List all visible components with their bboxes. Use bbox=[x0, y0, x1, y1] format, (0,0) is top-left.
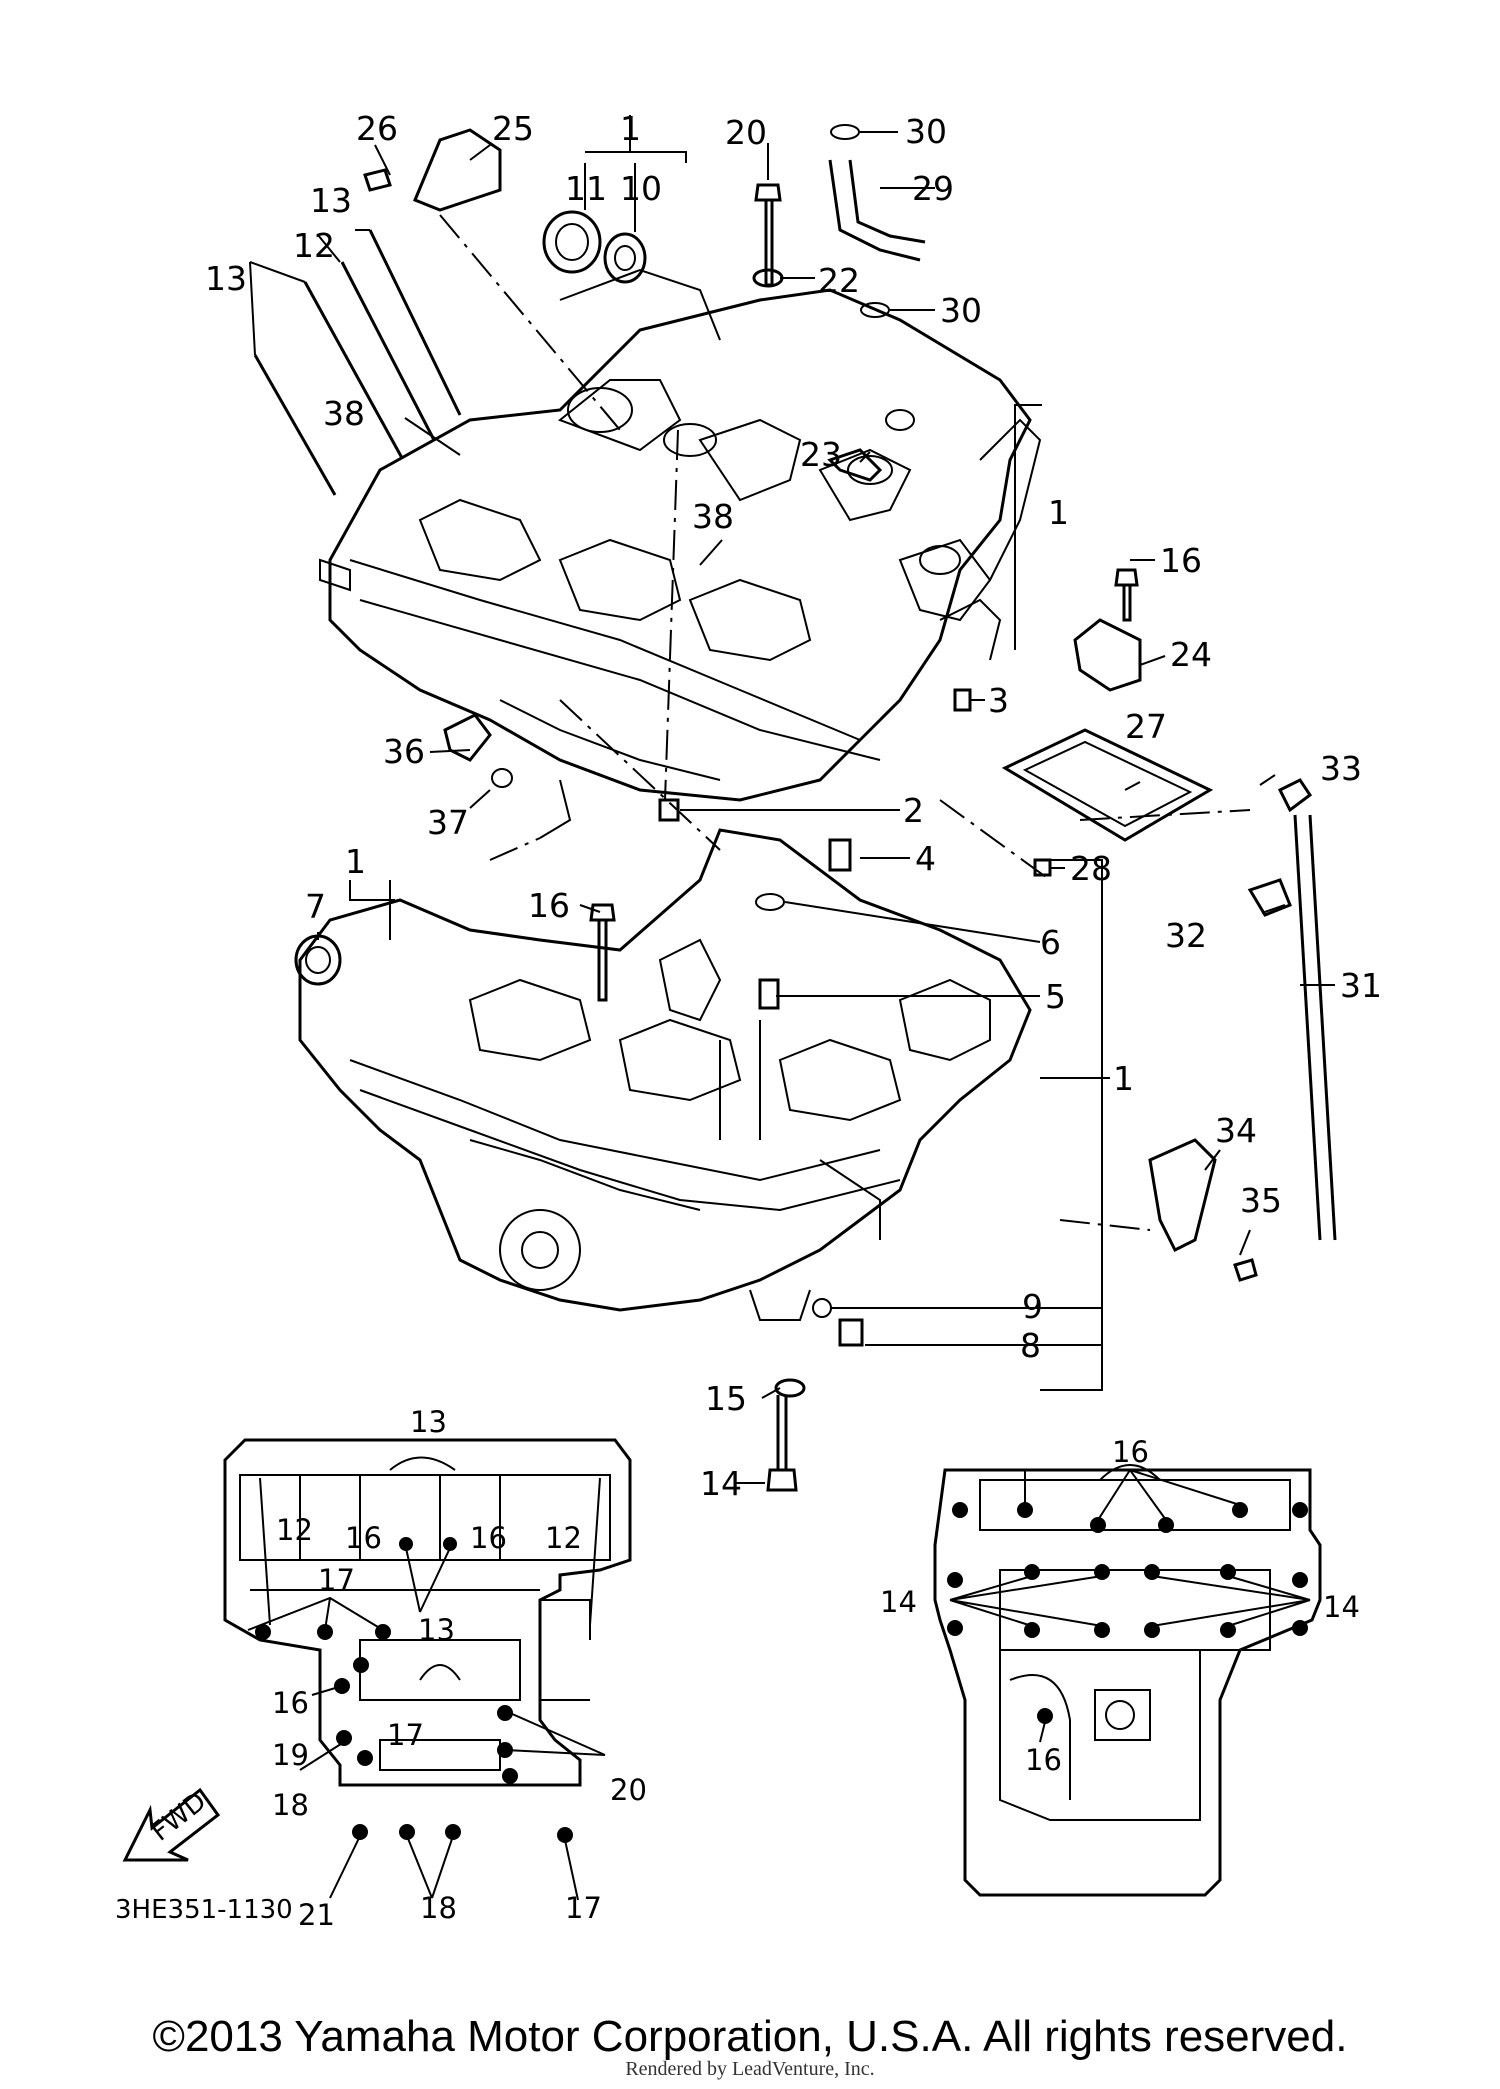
callout-10: 10 bbox=[620, 169, 662, 208]
callout-30-b: 30 bbox=[940, 291, 982, 330]
callout-15: 15 bbox=[705, 1379, 747, 1418]
inset-callout-14: 14 bbox=[880, 1585, 917, 1619]
callout-28: 28 bbox=[1070, 849, 1112, 888]
callout-16: 16 bbox=[1160, 541, 1202, 580]
callout-4: 4 bbox=[915, 839, 936, 878]
callout-labels: 26 25 1 11 10 20 30 29 13 12 13 22 30 38… bbox=[115, 109, 1382, 1932]
upper-crankcase bbox=[319, 268, 1042, 802]
callout-2: 2 bbox=[903, 791, 924, 830]
callout-6: 6 bbox=[1040, 923, 1061, 962]
callout-35: 35 bbox=[1240, 1181, 1282, 1220]
callout-31: 31 bbox=[1340, 966, 1382, 1005]
inset-callout-21: 21 bbox=[298, 1898, 335, 1932]
callout-38: 38 bbox=[323, 394, 365, 433]
leader-lines bbox=[249, 115, 1335, 1484]
inset-callout-16-e: 16 bbox=[1025, 1743, 1062, 1777]
callout-8: 8 bbox=[1020, 1326, 1041, 1365]
callout-20: 20 bbox=[725, 113, 767, 152]
inset-callout-19: 19 bbox=[272, 1738, 309, 1772]
callout-23: 23 bbox=[800, 435, 842, 474]
callout-24: 24 bbox=[1170, 635, 1212, 674]
callout-32: 32 bbox=[1165, 916, 1207, 955]
callout-14: 14 bbox=[700, 1464, 742, 1503]
inset-callout-16: 16 bbox=[345, 1521, 382, 1555]
fwd-arrow-icon: FWD bbox=[122, 1787, 221, 1862]
callout-29: 29 bbox=[912, 169, 954, 208]
inset-callout-13-b: 13 bbox=[418, 1613, 455, 1647]
assembly-lines bbox=[439, 214, 1251, 1231]
inset-callout-18-b: 18 bbox=[420, 1891, 457, 1925]
callout-25: 25 bbox=[492, 109, 534, 148]
inset-callout-16-b: 16 bbox=[470, 1521, 507, 1555]
callout-13-b: 13 bbox=[205, 259, 247, 298]
inset-callout-16-c: 16 bbox=[272, 1686, 309, 1720]
callout-7: 7 bbox=[305, 887, 326, 926]
callout-1: 1 bbox=[620, 109, 641, 148]
copyright-notice: ©2013 Yamaha Motor Corporation, U.S.A. A… bbox=[152, 2012, 1348, 2061]
inset-callout-14-b: 14 bbox=[1323, 1590, 1360, 1624]
callout-37: 37 bbox=[427, 803, 469, 842]
callout-1-c: 1 bbox=[345, 842, 366, 881]
inset-callout-17-c: 17 bbox=[565, 1891, 602, 1925]
callout-34: 34 bbox=[1215, 1111, 1257, 1150]
callout-33: 33 bbox=[1320, 749, 1362, 788]
small-parts bbox=[253, 124, 1337, 1492]
callout-16-b: 16 bbox=[528, 886, 570, 925]
callout-9: 9 bbox=[1022, 1287, 1043, 1326]
inset-callout-13: 13 bbox=[410, 1405, 447, 1439]
diagram-code: 3HE351-1130 bbox=[115, 1895, 293, 1925]
callout-30: 30 bbox=[905, 112, 947, 151]
inset-callout-17: 17 bbox=[318, 1563, 355, 1597]
callout-1-b: 1 bbox=[1048, 493, 1069, 532]
callout-5: 5 bbox=[1045, 977, 1066, 1016]
inset-callout-12-b: 12 bbox=[545, 1521, 582, 1555]
callout-36: 36 bbox=[383, 732, 425, 771]
rendered-by-watermark: Rendered by LeadVenture, Inc. bbox=[625, 2058, 875, 2080]
inset-callout-12: 12 bbox=[276, 1513, 313, 1547]
inset-callout-18: 18 bbox=[272, 1788, 309, 1822]
inset-callout-20: 20 bbox=[610, 1773, 647, 1807]
callout-26: 26 bbox=[356, 109, 398, 148]
lower-crankcase bbox=[298, 828, 1032, 1321]
callout-22: 22 bbox=[818, 261, 860, 300]
inset-bolt-pattern-left bbox=[223, 1438, 632, 1901]
inset-callout-16-d: 16 bbox=[1112, 1435, 1149, 1469]
callout-13: 13 bbox=[310, 181, 352, 220]
callout-12: 12 bbox=[293, 226, 335, 265]
callout-27: 27 bbox=[1125, 707, 1167, 746]
callout-3: 3 bbox=[988, 681, 1009, 720]
inset-callout-17-b: 17 bbox=[387, 1718, 424, 1752]
fwd-label: FWD bbox=[146, 1787, 212, 1848]
callout-11: 11 bbox=[565, 169, 607, 208]
inset-bolt-pattern-right bbox=[933, 1464, 1322, 1897]
callout-1-d: 1 bbox=[1113, 1059, 1134, 1098]
callout-38-b: 38 bbox=[692, 497, 734, 536]
